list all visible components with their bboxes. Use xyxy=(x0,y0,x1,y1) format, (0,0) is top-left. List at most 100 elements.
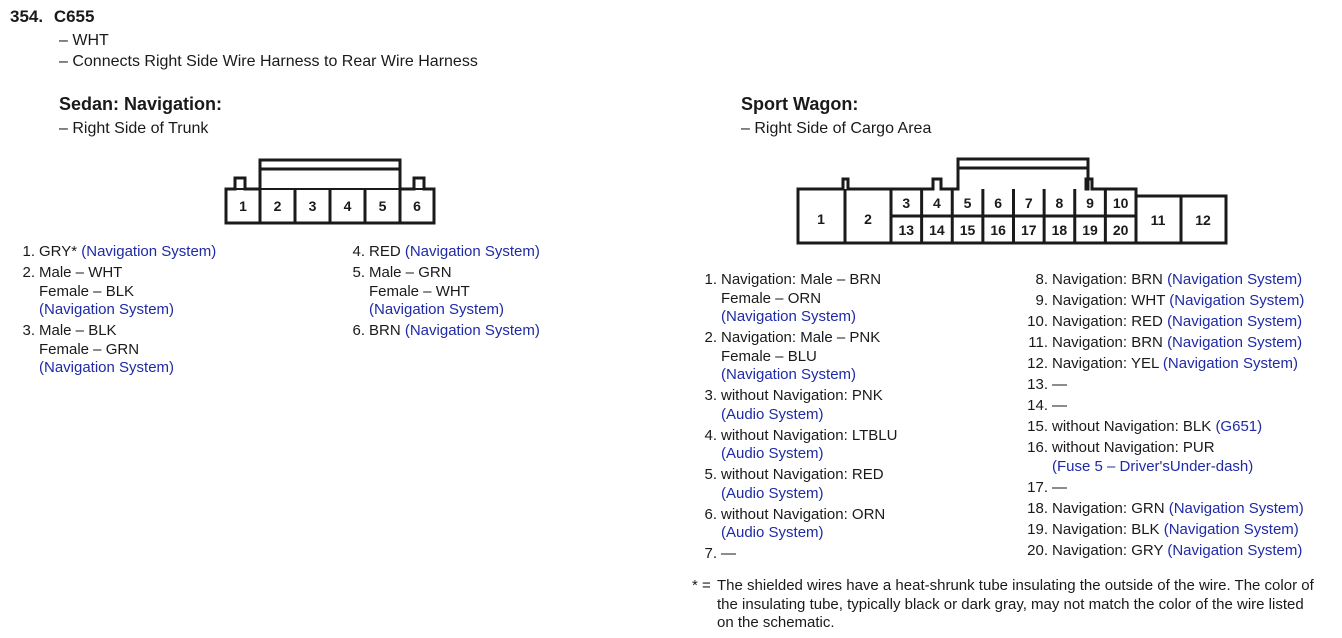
connector-pin-label: 1 xyxy=(817,211,825,227)
wire-info: Male – BLK xyxy=(39,322,117,339)
pin-description-line: Navigation: Male – BRN xyxy=(721,271,1019,290)
wire-info: — xyxy=(1052,397,1067,414)
pin-description-line: Male – BLK xyxy=(39,322,317,341)
pin-description-line: (Navigation System) xyxy=(369,301,647,320)
wire-info: without Navigation: PNK xyxy=(721,387,883,404)
pin-number: 9. xyxy=(1035,292,1048,309)
pin-number: 18. xyxy=(1027,499,1048,517)
sedan-title: Sedan: Navigation: xyxy=(59,94,223,114)
pin-description-line: RED (Navigation System) xyxy=(369,243,647,262)
system-reference-link[interactable]: (Navigation System) xyxy=(39,301,175,318)
connector-pin-label: 12 xyxy=(1195,212,1211,228)
wire-info: Navigation: WHT xyxy=(1052,292,1170,309)
system-reference-link[interactable]: (Navigation System) xyxy=(1167,334,1303,351)
system-reference-link[interactable]: (Navigation System) xyxy=(721,366,857,383)
pin-entry: 17.— xyxy=(1024,479,1342,498)
pin-entry: 8.Navigation: BRN (Navigation System) xyxy=(1024,271,1342,290)
pin-entry: 19.Navigation: BLK (Navigation System) xyxy=(1024,521,1342,540)
connector-pin-label: 4 xyxy=(933,195,941,211)
wire-info: Navigation: GRY xyxy=(1052,541,1168,559)
pin-description-line: Navigation: GRN (Navigation System) xyxy=(1052,500,1342,519)
wire-info: — xyxy=(1052,478,1067,496)
pin-description-line: Female – BLU xyxy=(721,348,1019,367)
pin-number: 16. xyxy=(1027,439,1048,456)
pin-description-line: Navigation: RED (Navigation System) xyxy=(1052,313,1342,332)
pin-number: 1. xyxy=(22,243,35,260)
pin-entry: 10.Navigation: RED (Navigation System) xyxy=(1024,313,1342,332)
pin-description-line: Navigation: BLK (Navigation System) xyxy=(1052,521,1342,540)
system-reference-link[interactable]: (Navigation System) xyxy=(404,243,540,260)
system-reference-link[interactable]: (Navigation System) xyxy=(1167,541,1303,559)
pin-description-line: — xyxy=(1052,376,1342,395)
wagon-location: – Right Side of Cargo Area xyxy=(741,120,932,137)
connector-pin-label: 11 xyxy=(1151,212,1166,228)
shielded-wire-footnote: * = The shielded wires have a heat-shrun… xyxy=(692,577,1337,633)
pin-description-line: (Audio System) xyxy=(721,485,1019,504)
pin-description-line: without Navigation: ORN xyxy=(721,506,1019,525)
system-reference-link[interactable]: (Navigation System) xyxy=(721,308,857,325)
system-reference-link[interactable]: (Navigation System) xyxy=(1163,520,1299,538)
pin-entry: 20.Navigation: GRY (Navigation System) xyxy=(1024,542,1342,561)
system-reference-link[interactable]: (Navigation System) xyxy=(81,243,217,260)
system-reference-link[interactable]: (Navigation System) xyxy=(1167,313,1303,330)
system-reference-link[interactable]: (Fuse 5 – Driver'sUnder-dash) xyxy=(1052,457,1254,475)
connector-pin-label: 2 xyxy=(274,198,282,214)
pin-description-line: — xyxy=(1052,479,1342,498)
system-reference-link[interactable]: (G651) xyxy=(1215,418,1263,435)
pin-description-line: Female – ORN xyxy=(721,290,1019,309)
pin-number: 6. xyxy=(352,322,365,339)
pin-description-line: Male – GRN xyxy=(369,264,647,283)
wagon-pin-list-right: 8.Navigation: BRN (Navigation System)9.N… xyxy=(1024,271,1342,563)
system-reference-link[interactable]: (Audio System) xyxy=(721,524,824,541)
pin-description-line: Navigation: BRN (Navigation System) xyxy=(1052,334,1342,353)
wire-info: Male – GRN xyxy=(369,264,452,281)
pin-description-line: Navigation: GRY (Navigation System) xyxy=(1052,542,1342,561)
pin-description-line: Female – GRN xyxy=(39,341,317,360)
wire-info: without Navigation: ORN xyxy=(721,505,886,523)
pin-description-line: (Navigation System) xyxy=(39,301,317,320)
pin-entry: 13.— xyxy=(1024,376,1342,395)
system-reference-link[interactable]: (Audio System) xyxy=(721,445,824,462)
connector-pin-label: 2 xyxy=(864,211,872,227)
connector-pin-label: 14 xyxy=(929,222,945,238)
system-reference-link[interactable]: (Navigation System) xyxy=(1162,355,1298,372)
pin-number: 2. xyxy=(704,329,717,346)
system-reference-link[interactable]: (Navigation System) xyxy=(369,301,505,318)
connector-pin-label: 15 xyxy=(960,222,976,238)
connector-pin-label: 5 xyxy=(964,195,972,211)
wire-info: without Navigation: LTBLU xyxy=(721,426,898,444)
connector-pin-label: 7 xyxy=(1025,195,1033,211)
system-reference-link[interactable]: (Audio System) xyxy=(721,405,824,423)
pin-description-line: — xyxy=(721,545,1019,564)
pin-entry: 18.Navigation: GRN (Navigation System) xyxy=(1024,500,1342,519)
footnote-line: The shielded wires have a heat-shrunk tu… xyxy=(717,577,1314,594)
system-reference-link[interactable]: (Navigation System) xyxy=(39,359,175,376)
system-reference-link[interactable]: (Navigation System) xyxy=(404,322,540,339)
pin-entry: 4.RED (Navigation System) xyxy=(347,243,647,262)
wire-info: Navigation: BLK xyxy=(1052,520,1164,538)
system-reference-link[interactable]: (Audio System) xyxy=(721,484,824,502)
wire-info: GRY* xyxy=(39,243,82,260)
connector-number: 354. xyxy=(10,7,44,26)
footnote-marker: * = xyxy=(692,577,711,594)
wire-info: without Navigation: BLK xyxy=(1052,418,1216,435)
connector-pin-label: 6 xyxy=(994,195,1002,211)
wire-info: Male – WHT xyxy=(39,264,123,281)
pin-number: 1. xyxy=(704,271,717,288)
system-reference-link[interactable]: (Navigation System) xyxy=(1169,292,1305,309)
wire-info: BRN xyxy=(369,322,405,339)
pin-number: 19. xyxy=(1027,520,1048,538)
connector-pin-label: 6 xyxy=(413,198,421,214)
pin-number: 13. xyxy=(1027,376,1048,393)
system-reference-link[interactable]: (Navigation System) xyxy=(1168,499,1304,517)
wire-info: Navigation: RED xyxy=(1052,313,1168,330)
system-reference-link[interactable]: (Navigation System) xyxy=(1167,271,1303,288)
pin-description-line: (Navigation System) xyxy=(721,366,1019,385)
connector-pin-label: 9 xyxy=(1086,195,1094,211)
